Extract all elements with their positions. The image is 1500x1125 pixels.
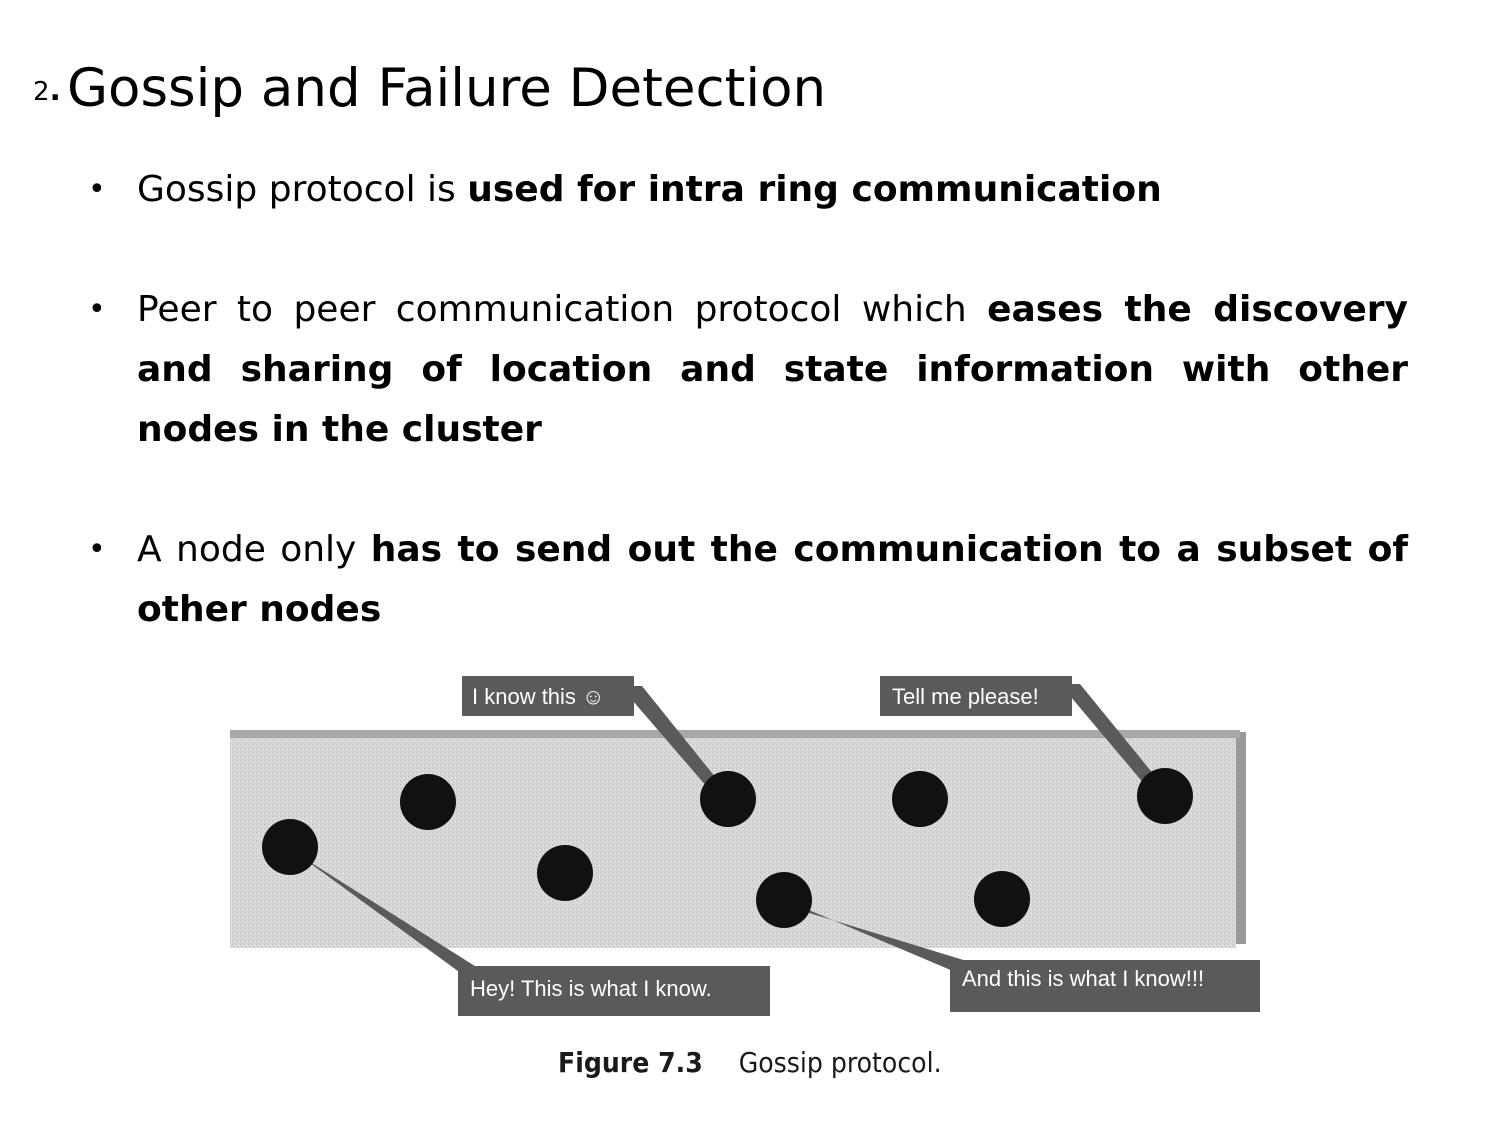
slide-number: 2	[33, 77, 50, 107]
callout-top-left-box	[462, 676, 634, 716]
gossip-diagram: I know this ☺ Tell me please! Hey! This …	[230, 676, 1260, 1016]
callout-bottom-left-box	[458, 966, 770, 1016]
node	[892, 771, 948, 827]
node	[537, 845, 593, 901]
node	[1137, 768, 1193, 824]
callout-bottom-right: And this is what I know!!!	[962, 966, 1204, 991]
node	[756, 872, 812, 928]
callout-top-right: Tell me please!	[892, 684, 1039, 709]
pointer-bottom-right	[790, 902, 970, 974]
node	[700, 771, 756, 827]
node	[262, 819, 318, 875]
bullet-text: Gossip protocol is	[137, 169, 468, 210]
figure-caption: Figure 7.3 Gossip protocol.	[558, 1046, 942, 1079]
bullet-item: • Gossip protocol is used for intra ring…	[88, 160, 1408, 220]
bullet-dot-icon: •	[88, 172, 106, 207]
callout-bottom-right-box	[950, 960, 1260, 1012]
slide-number-dot: .	[49, 73, 61, 108]
bullet-text: A node only	[137, 529, 371, 570]
callout-top-right-box	[880, 676, 1072, 716]
bullet-item: • A node only has to send out the commun…	[88, 520, 1408, 640]
bullet-list: • Gossip protocol is used for intra ring…	[88, 160, 1408, 640]
gossip-figure: I know this ☺ Tell me please! Hey! This …	[200, 640, 1360, 1110]
ring-band-top-edge	[230, 730, 1240, 738]
node	[974, 871, 1030, 927]
figure-caption-label: Figure 7.3	[558, 1046, 703, 1079]
bullet-item: • Peer to peer communication protocol wh…	[88, 280, 1408, 460]
title-text: Gossip and Failure Detection	[66, 58, 827, 119]
pointer-bottom-left	[292, 850, 478, 974]
slide-title: 2.Gossip and Failure Detection	[33, 58, 826, 119]
node	[400, 774, 456, 830]
bullet-dot-icon: •	[88, 292, 106, 327]
bullet-bold-text: has to send out the communication to a s…	[137, 529, 1408, 630]
bullet-bold-text: eases the discovery and sharing of locat…	[137, 289, 1408, 450]
pointer-top-right	[1060, 684, 1168, 798]
bullet-dot-icon: •	[88, 532, 106, 567]
callout-bottom-left: Hey! This is what I know.	[470, 976, 712, 1001]
callout-top-left: I know this ☺	[472, 684, 605, 709]
pointer-top-left	[620, 686, 732, 802]
figure-caption-text: Gossip protocol.	[738, 1046, 942, 1079]
bullet-text: Peer to peer communication protocol whic…	[137, 289, 988, 330]
ring-band	[230, 732, 1236, 948]
bullet-bold-text: used for intra ring communication	[467, 169, 1162, 210]
